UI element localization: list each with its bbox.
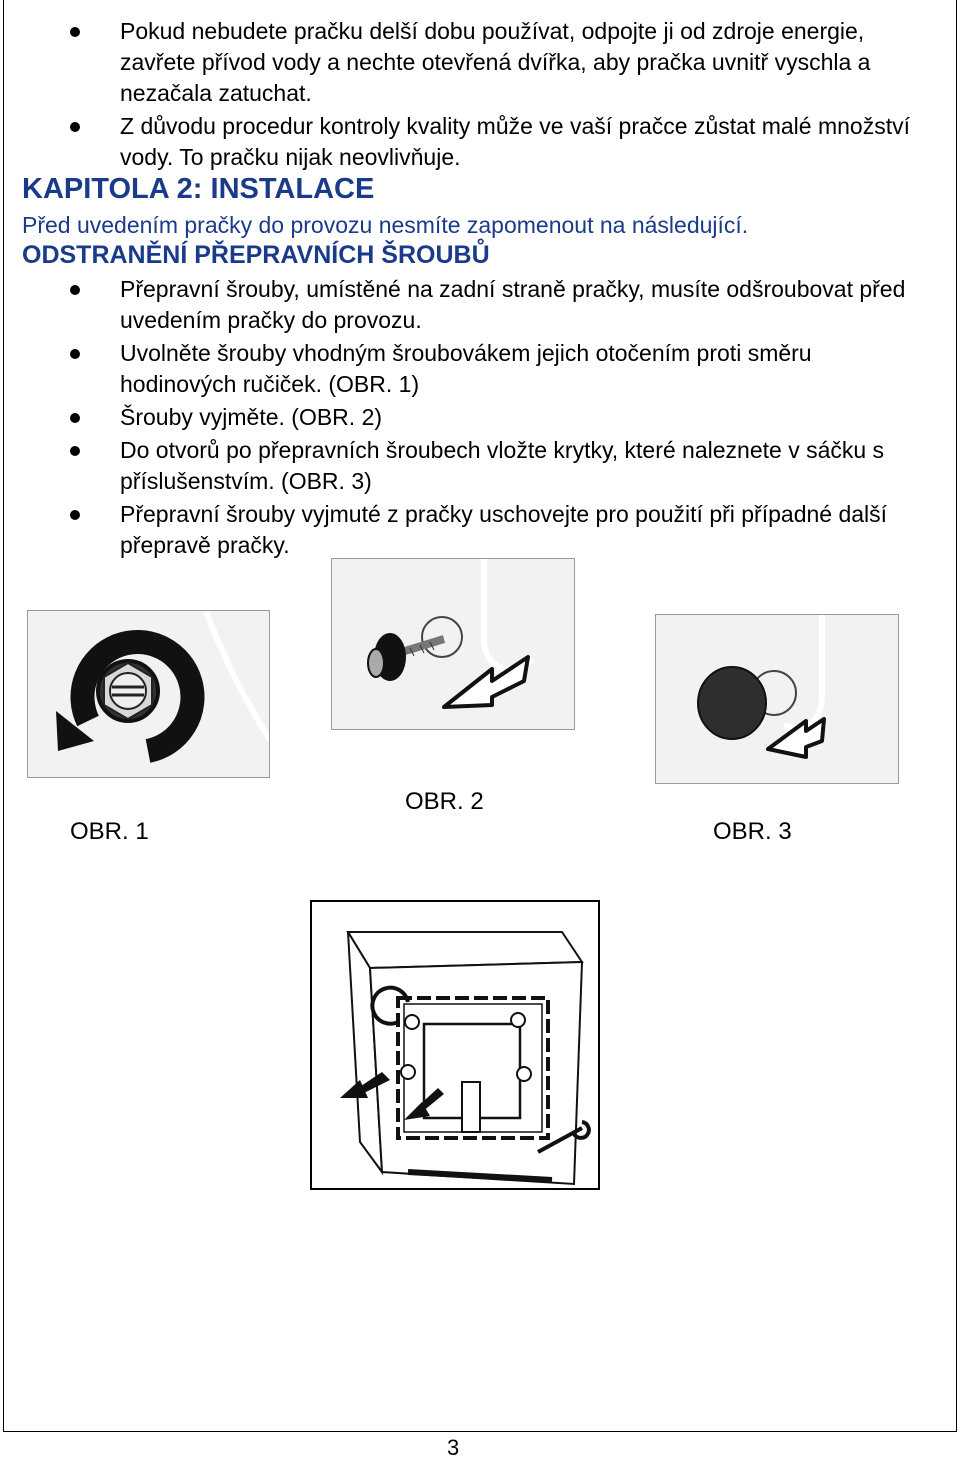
figure-2-label: OBR. 2 bbox=[405, 788, 484, 815]
bullet-icon bbox=[70, 510, 80, 520]
screws-bullet-list: Přepravní šrouby, umístěné na zadní stra… bbox=[0, 274, 960, 563]
intro-bullet-list: Pokud nebudete pračku delší dobu používa… bbox=[0, 16, 960, 175]
washer-back-illustration bbox=[340, 931, 591, 1186]
bullet-icon bbox=[70, 285, 80, 295]
list-item-text: Uvolněte šrouby vhodným šroubovákem jeji… bbox=[120, 340, 812, 397]
figure-3-label: OBR. 3 bbox=[713, 818, 792, 845]
list-item: Pokud nebudete pračku delší dobu používa… bbox=[0, 16, 960, 109]
page-number: 3 bbox=[447, 1435, 460, 1458]
figure-insert-cap bbox=[655, 614, 899, 784]
figure-remove-screw bbox=[331, 558, 575, 730]
loosen-screw-illustration bbox=[56, 611, 269, 763]
bullet-icon bbox=[70, 446, 80, 456]
bullet-icon bbox=[70, 349, 80, 359]
chapter-intro: Před uvedením pračky do provozu nesmíte … bbox=[22, 212, 749, 238]
chapter-heading: KAPITOLA 2: INSTALACE bbox=[22, 173, 375, 205]
insert-cap-illustration bbox=[697, 615, 826, 759]
list-item: Do otvorů po přepravních šroubech vložte… bbox=[0, 435, 960, 497]
bullet-icon bbox=[70, 27, 80, 37]
list-item: Přepravní šrouby vyjmuté z pračky uschov… bbox=[0, 499, 960, 561]
figure-1-label: OBR. 1 bbox=[70, 818, 149, 845]
list-item: Z důvodu procedur kontroly kvality může … bbox=[0, 111, 960, 173]
bullet-icon bbox=[70, 122, 80, 132]
section-heading: ODSTRANĚNÍ PŘEPRAVNÍCH ŠROUBŮ bbox=[22, 241, 490, 269]
list-item-text: Přepravní šrouby vyjmuté z pračky uschov… bbox=[120, 501, 888, 558]
list-item: Šrouby vyjměte. (OBR. 2) bbox=[0, 402, 960, 433]
figure-washer-back bbox=[310, 900, 600, 1190]
list-item-text: Z důvodu procedur kontroly kvality může … bbox=[120, 113, 910, 170]
list-item-text: Do otvorů po přepravních šroubech vložte… bbox=[120, 437, 885, 494]
list-item-text: Přepravní šrouby, umístěné na zadní stra… bbox=[120, 276, 906, 333]
list-item: Přepravní šrouby, umístěné na zadní stra… bbox=[0, 274, 960, 336]
list-item-text: Šrouby vyjměte. (OBR. 2) bbox=[120, 404, 383, 430]
page-frame bbox=[3, 0, 957, 1432]
list-item: Uvolněte šrouby vhodným šroubovákem jeji… bbox=[0, 338, 960, 400]
figure-loosen-screw bbox=[27, 610, 270, 778]
remove-screw-illustration bbox=[367, 559, 535, 709]
list-item-text: Pokud nebudete pračku delší dobu používa… bbox=[120, 18, 871, 106]
bullet-icon bbox=[70, 413, 80, 423]
